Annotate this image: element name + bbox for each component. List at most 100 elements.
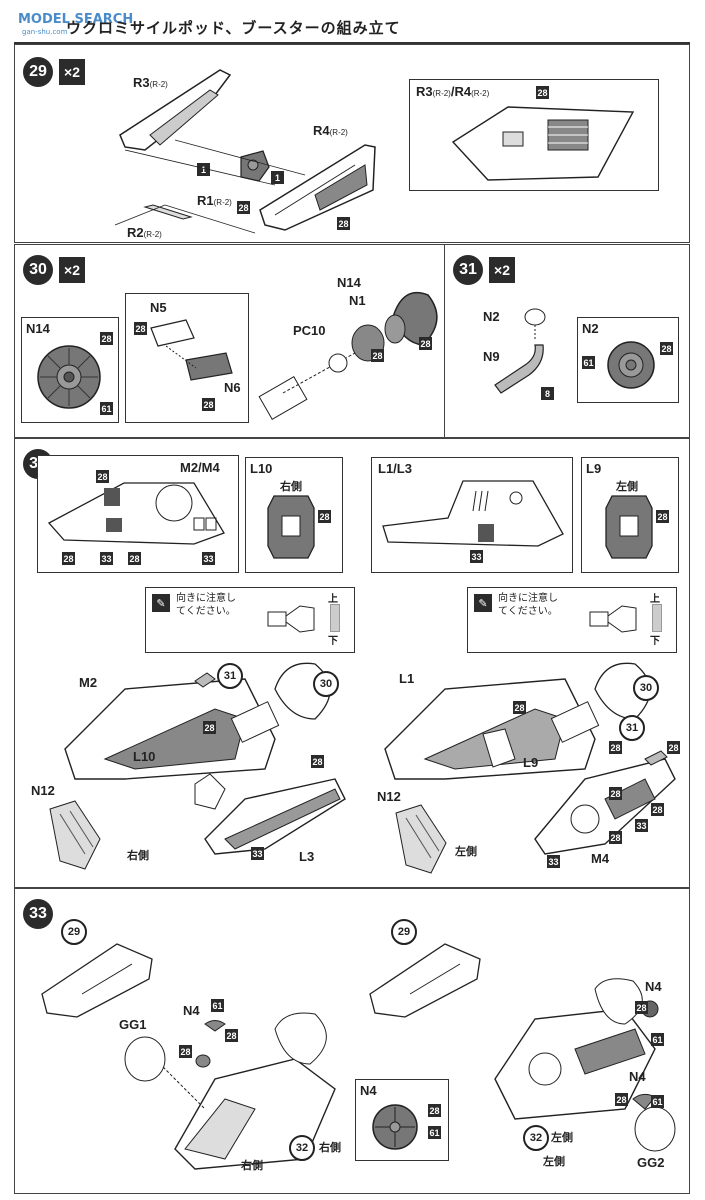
- up-down-arrow-icon: [652, 604, 662, 632]
- r1-sub: (R-2): [213, 198, 232, 207]
- caution-icon: ✎: [474, 594, 492, 612]
- label-m2m4: M2/M4: [180, 460, 220, 475]
- r1-text: R1: [197, 193, 214, 208]
- r4-part-drawing: [259, 144, 376, 231]
- label-up: 上: [328, 594, 338, 605]
- label-gg1: GG1: [119, 1017, 147, 1032]
- left-final-assembly-drawing: [494, 978, 676, 1152]
- badge-28-n4-l: 28: [635, 1001, 648, 1014]
- label-l9: L9: [586, 461, 602, 476]
- label-n4-right-low: N4: [629, 1069, 646, 1084]
- note-line1: 向きに注意し: [498, 593, 558, 604]
- badge-33-m4-a: 33: [635, 819, 648, 832]
- badge-28-l10: 28: [318, 510, 331, 523]
- step-ref-29-left: 29: [61, 919, 87, 945]
- n12-part-drawing: [49, 800, 101, 870]
- m2-m4-detail-box: M2/M4 28 28 33 28 33: [37, 455, 239, 573]
- badge-28-n4-detail: 28: [428, 1104, 441, 1117]
- m2-m4-inner-drawing: [47, 482, 225, 545]
- detail-r3: R3: [416, 84, 433, 99]
- r-pod-drawing-right: [369, 943, 481, 1018]
- label-left-side-d: 左側: [543, 1155, 565, 1168]
- label-left-side-c: 左側: [551, 1131, 573, 1144]
- label-n14: N14: [26, 321, 50, 336]
- r3-r4-inner-drawing: [451, 106, 635, 181]
- step-ref-32-left: 32: [523, 1125, 549, 1151]
- step-number: 29: [23, 57, 53, 87]
- badge-28-m4-a: 28: [609, 787, 622, 800]
- badge-61-n2: 61: [582, 356, 595, 369]
- caution-icon: ✎: [152, 594, 170, 612]
- badge-28-r4: 28: [337, 217, 350, 230]
- label-up: 上: [650, 594, 660, 605]
- n14-part-drawing: [37, 345, 101, 409]
- badge-61-n4-l2: 61: [651, 1095, 664, 1108]
- detail-r3-r4-box: R3(R-2)/R4(R-2) 28: [409, 79, 659, 191]
- l9-detail-box: L9 左側 28: [581, 457, 679, 573]
- label-l1l3: L1/L3: [378, 461, 412, 476]
- label-left-side: 左側: [616, 480, 638, 493]
- n2-n9-part-drawing: [494, 308, 546, 394]
- badge-28-n2: 28: [660, 342, 673, 355]
- badge-28-n14: 28: [100, 332, 113, 345]
- badge-28-n4-r2: 28: [179, 1045, 192, 1058]
- label-gg2: GG2: [637, 1155, 665, 1170]
- badge-28-l9: 28: [656, 510, 669, 523]
- note-line2: てください。: [176, 606, 236, 617]
- left-pod-assembly-drawing: [384, 662, 676, 855]
- badge-61-n4-detail: 61: [428, 1126, 441, 1139]
- step-ref-32-right: 32: [289, 1135, 315, 1161]
- label-detail-r3r4: R3(R-2)/R4(R-2): [416, 84, 489, 99]
- label-right-side-d: 右側: [241, 1159, 263, 1172]
- r1-part-drawing: [240, 150, 270, 182]
- n14-detail-box: N14 28 61: [21, 317, 119, 423]
- badge-28-m4-b: 28: [651, 803, 664, 816]
- badge-28-n4-r: 28: [225, 1029, 238, 1042]
- watermark-logo: MODEL SEARCH: [18, 12, 134, 27]
- step-number: 30: [23, 255, 53, 285]
- step-ref-30: 30: [313, 671, 339, 697]
- label-n5: N5: [150, 300, 167, 315]
- label-m4: M4: [591, 851, 610, 866]
- label-n4: N4: [183, 1003, 200, 1018]
- note-text: 向きに注意してください。: [498, 592, 558, 618]
- step-33-panel: 33 29 GG1 N4 61 28 28 32 右側 右側 29: [14, 888, 690, 1194]
- booster-orientation-icon: [267, 605, 315, 633]
- watermark-url: gan-shu.com: [22, 28, 68, 36]
- badge-28-n2-assy: 28: [667, 741, 680, 754]
- label-left-side-b: 左側: [455, 845, 477, 858]
- step-ref-29-right: 29: [391, 919, 417, 945]
- n4-detail-box: N4 28 61: [355, 1079, 449, 1161]
- badge-28-n4-l2: 28: [615, 1093, 628, 1106]
- note-line1: 向きに注意し: [176, 593, 236, 604]
- n2-detail-box: N2 28 61: [577, 317, 679, 403]
- multiplier-badge: ×2: [489, 257, 515, 283]
- badge-1-right: 1: [271, 171, 284, 184]
- label-pc10: PC10: [293, 323, 326, 338]
- label-n2: N2: [483, 309, 500, 324]
- instruction-page: MODEL SEARCH gan-shu.com ウクロミサイルポッド、ブースタ…: [14, 8, 690, 1194]
- up-down-arrow-icon: [330, 604, 340, 632]
- badge-28-n14-top: 28: [419, 337, 432, 350]
- badge-28-m4-c: 28: [609, 831, 622, 844]
- badge-33-m4-b: 33: [547, 855, 560, 868]
- badge-61-n4-r: 61: [211, 999, 224, 1012]
- n2-part-front: [607, 341, 655, 389]
- r4-sub: (R-2): [329, 128, 348, 137]
- step-number: 33: [23, 899, 53, 929]
- detail-r3-sub: (R-2): [432, 89, 451, 98]
- label-m2: M2: [79, 675, 98, 690]
- badge-28-n6: 28: [202, 398, 215, 411]
- label-n12-left: N12: [377, 789, 401, 804]
- label-n4-right-top: N4: [645, 979, 662, 994]
- label-n1: N1: [349, 293, 366, 308]
- label-n14-top: N14: [337, 275, 361, 290]
- badge-1-left: 1: [197, 163, 210, 176]
- label-right-side-c: 右側: [319, 1141, 341, 1154]
- badge-28-l3: 28: [311, 755, 324, 768]
- badge-28-r1: 28: [237, 201, 250, 214]
- badge-8-n9: 8: [541, 387, 554, 400]
- label-l3: L3: [299, 849, 315, 864]
- step-31-panel: 31 ×2 N2 N9 8 N2 28 61: [444, 244, 690, 438]
- orientation-note-right: ✎ 向きに注意してください。 上 下: [145, 587, 355, 653]
